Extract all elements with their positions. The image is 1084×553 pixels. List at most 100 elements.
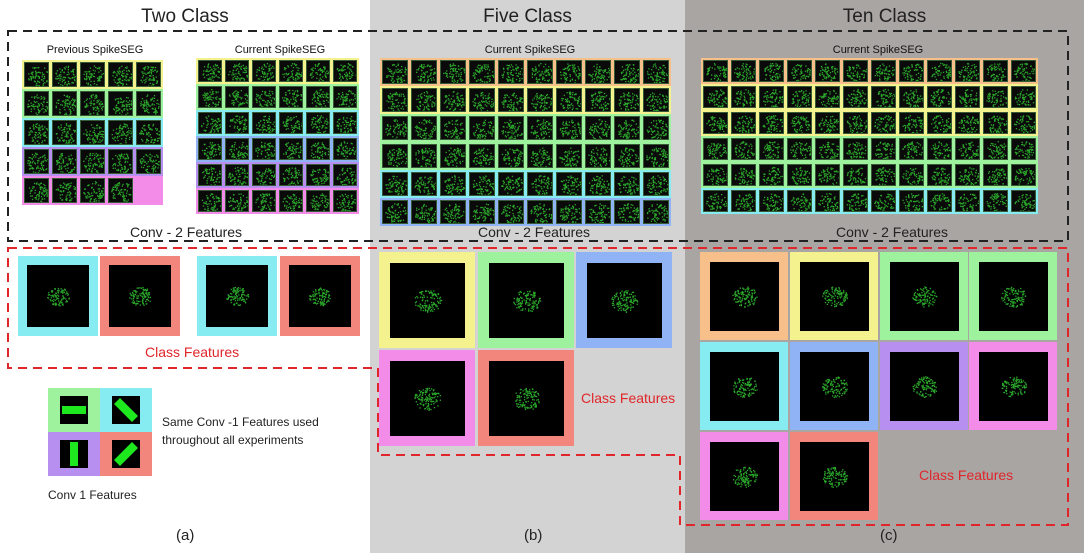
conv1-note-line2: throughout all experiments <box>162 433 304 447</box>
conv2-feature-map <box>306 112 330 134</box>
conv2-feature-map <box>108 120 133 145</box>
feature-row <box>380 58 671 86</box>
conv2-feature-map <box>382 116 408 140</box>
conv2-feature-map <box>787 164 812 186</box>
conv2-feature-map <box>703 190 728 212</box>
conv2-feature-map <box>80 91 105 116</box>
conv2-feature-map <box>333 164 357 186</box>
conv2-feature-map <box>411 200 437 224</box>
conv2-feature-map <box>252 112 276 134</box>
conv2-feature-map <box>955 60 980 82</box>
conv2-feature-map <box>527 116 553 140</box>
conv2-feature-map <box>843 190 868 212</box>
conv2-feature-map <box>198 60 222 82</box>
previous-spikeseg-label: Previous SpikeSEG <box>46 44 144 56</box>
conv2-feature-map <box>279 138 303 160</box>
conv2-feature-map <box>703 164 728 186</box>
feature-row <box>22 176 163 205</box>
conv2-feature-map <box>498 144 524 168</box>
conv2-feature-map <box>198 190 222 212</box>
conv2-feature-map <box>411 60 437 84</box>
conv2-feature-map <box>787 60 812 82</box>
conv2-feature-map <box>731 138 756 160</box>
conv2-feature-map <box>556 172 582 196</box>
conv2-feature-map <box>556 144 582 168</box>
conv2-feature-map <box>333 190 357 212</box>
conv2-feature-map <box>927 60 952 82</box>
conv2-feature-map <box>955 86 980 108</box>
class-features-label-five: Class Features <box>581 390 676 406</box>
conv2-feature-map <box>585 60 611 84</box>
conv2-feature-map <box>198 112 222 134</box>
conv2-feature-map <box>498 88 524 112</box>
conv2-feature-map <box>440 144 466 168</box>
panel-title-two-class: Two Class <box>141 6 229 27</box>
conv2-feature-map <box>983 138 1008 160</box>
conv2-feature-map <box>108 178 133 203</box>
conv2-feature-map <box>787 86 812 108</box>
conv2-feature-map <box>759 190 784 212</box>
feature-row <box>380 170 671 198</box>
conv2-feature-map <box>731 190 756 212</box>
class-features-label-two: Class Features <box>145 344 240 360</box>
feature-row <box>380 142 671 170</box>
class-feature <box>478 350 574 446</box>
conv2-feature-map <box>279 86 303 108</box>
conv2-feature-map <box>333 112 357 134</box>
conv2-feature-map <box>871 164 896 186</box>
feature-row <box>701 58 1038 84</box>
feature-row <box>196 162 359 188</box>
feature-row <box>701 110 1038 136</box>
conv2-features-label-two: Conv - 2 Features <box>130 224 243 240</box>
class-feature <box>790 252 878 340</box>
conv1-note-line1: Same Conv -1 Features used <box>162 415 319 429</box>
conv2-feature-map <box>440 200 466 224</box>
conv2-feature-map <box>306 190 330 212</box>
class-feature <box>700 342 788 430</box>
conv2-feature-map <box>815 190 840 212</box>
feature-row <box>196 84 359 110</box>
caption-c: (c) <box>880 527 898 544</box>
conv2-feature-map <box>411 144 437 168</box>
feature-row <box>701 136 1038 162</box>
conv2-feature-map <box>787 138 812 160</box>
conv2-feature-map <box>1011 164 1036 186</box>
conv2-feature-map <box>585 116 611 140</box>
conv2-feature-map <box>469 200 495 224</box>
conv2-feature-map <box>815 164 840 186</box>
conv2-feature-map <box>279 112 303 134</box>
conv2-feature-map <box>1011 112 1036 134</box>
conv2-feature-map <box>527 60 553 84</box>
conv2-feature-map <box>440 88 466 112</box>
feature-row <box>22 118 163 147</box>
conv2-feature-map <box>843 164 868 186</box>
conv2-feature-map <box>198 138 222 160</box>
conv2-feature-map <box>411 116 437 140</box>
conv2-feature-map <box>843 86 868 108</box>
conv2-feature-map <box>815 60 840 82</box>
conv2-feature-map <box>731 60 756 82</box>
conv2-feature-map <box>614 200 640 224</box>
conv2-feature-map <box>871 112 896 134</box>
conv2-feature-map <box>759 164 784 186</box>
conv2-feature-map <box>440 116 466 140</box>
conv2-feature-map <box>306 60 330 82</box>
conv2-feature-map <box>80 178 105 203</box>
conv1-feature-horizontal <box>48 388 100 432</box>
class-feature <box>880 252 968 340</box>
feature-row <box>22 60 163 89</box>
current-spikeseg-grid-five-class <box>380 58 671 226</box>
conv2-feature-map <box>927 190 952 212</box>
conv2-feature-map <box>382 60 408 84</box>
conv2-feature-map <box>498 116 524 140</box>
current-spikeseg-label-two: Current SpikeSEG <box>234 44 326 56</box>
conv2-feature-map <box>787 190 812 212</box>
conv2-feature-map <box>52 91 77 116</box>
conv2-feature-map <box>527 200 553 224</box>
conv2-feature-map <box>252 60 276 82</box>
conv2-feature-map <box>52 62 77 87</box>
conv2-feature-map <box>614 116 640 140</box>
feature-row <box>196 136 359 162</box>
conv2-feature-map <box>333 86 357 108</box>
feature-row <box>380 114 671 142</box>
